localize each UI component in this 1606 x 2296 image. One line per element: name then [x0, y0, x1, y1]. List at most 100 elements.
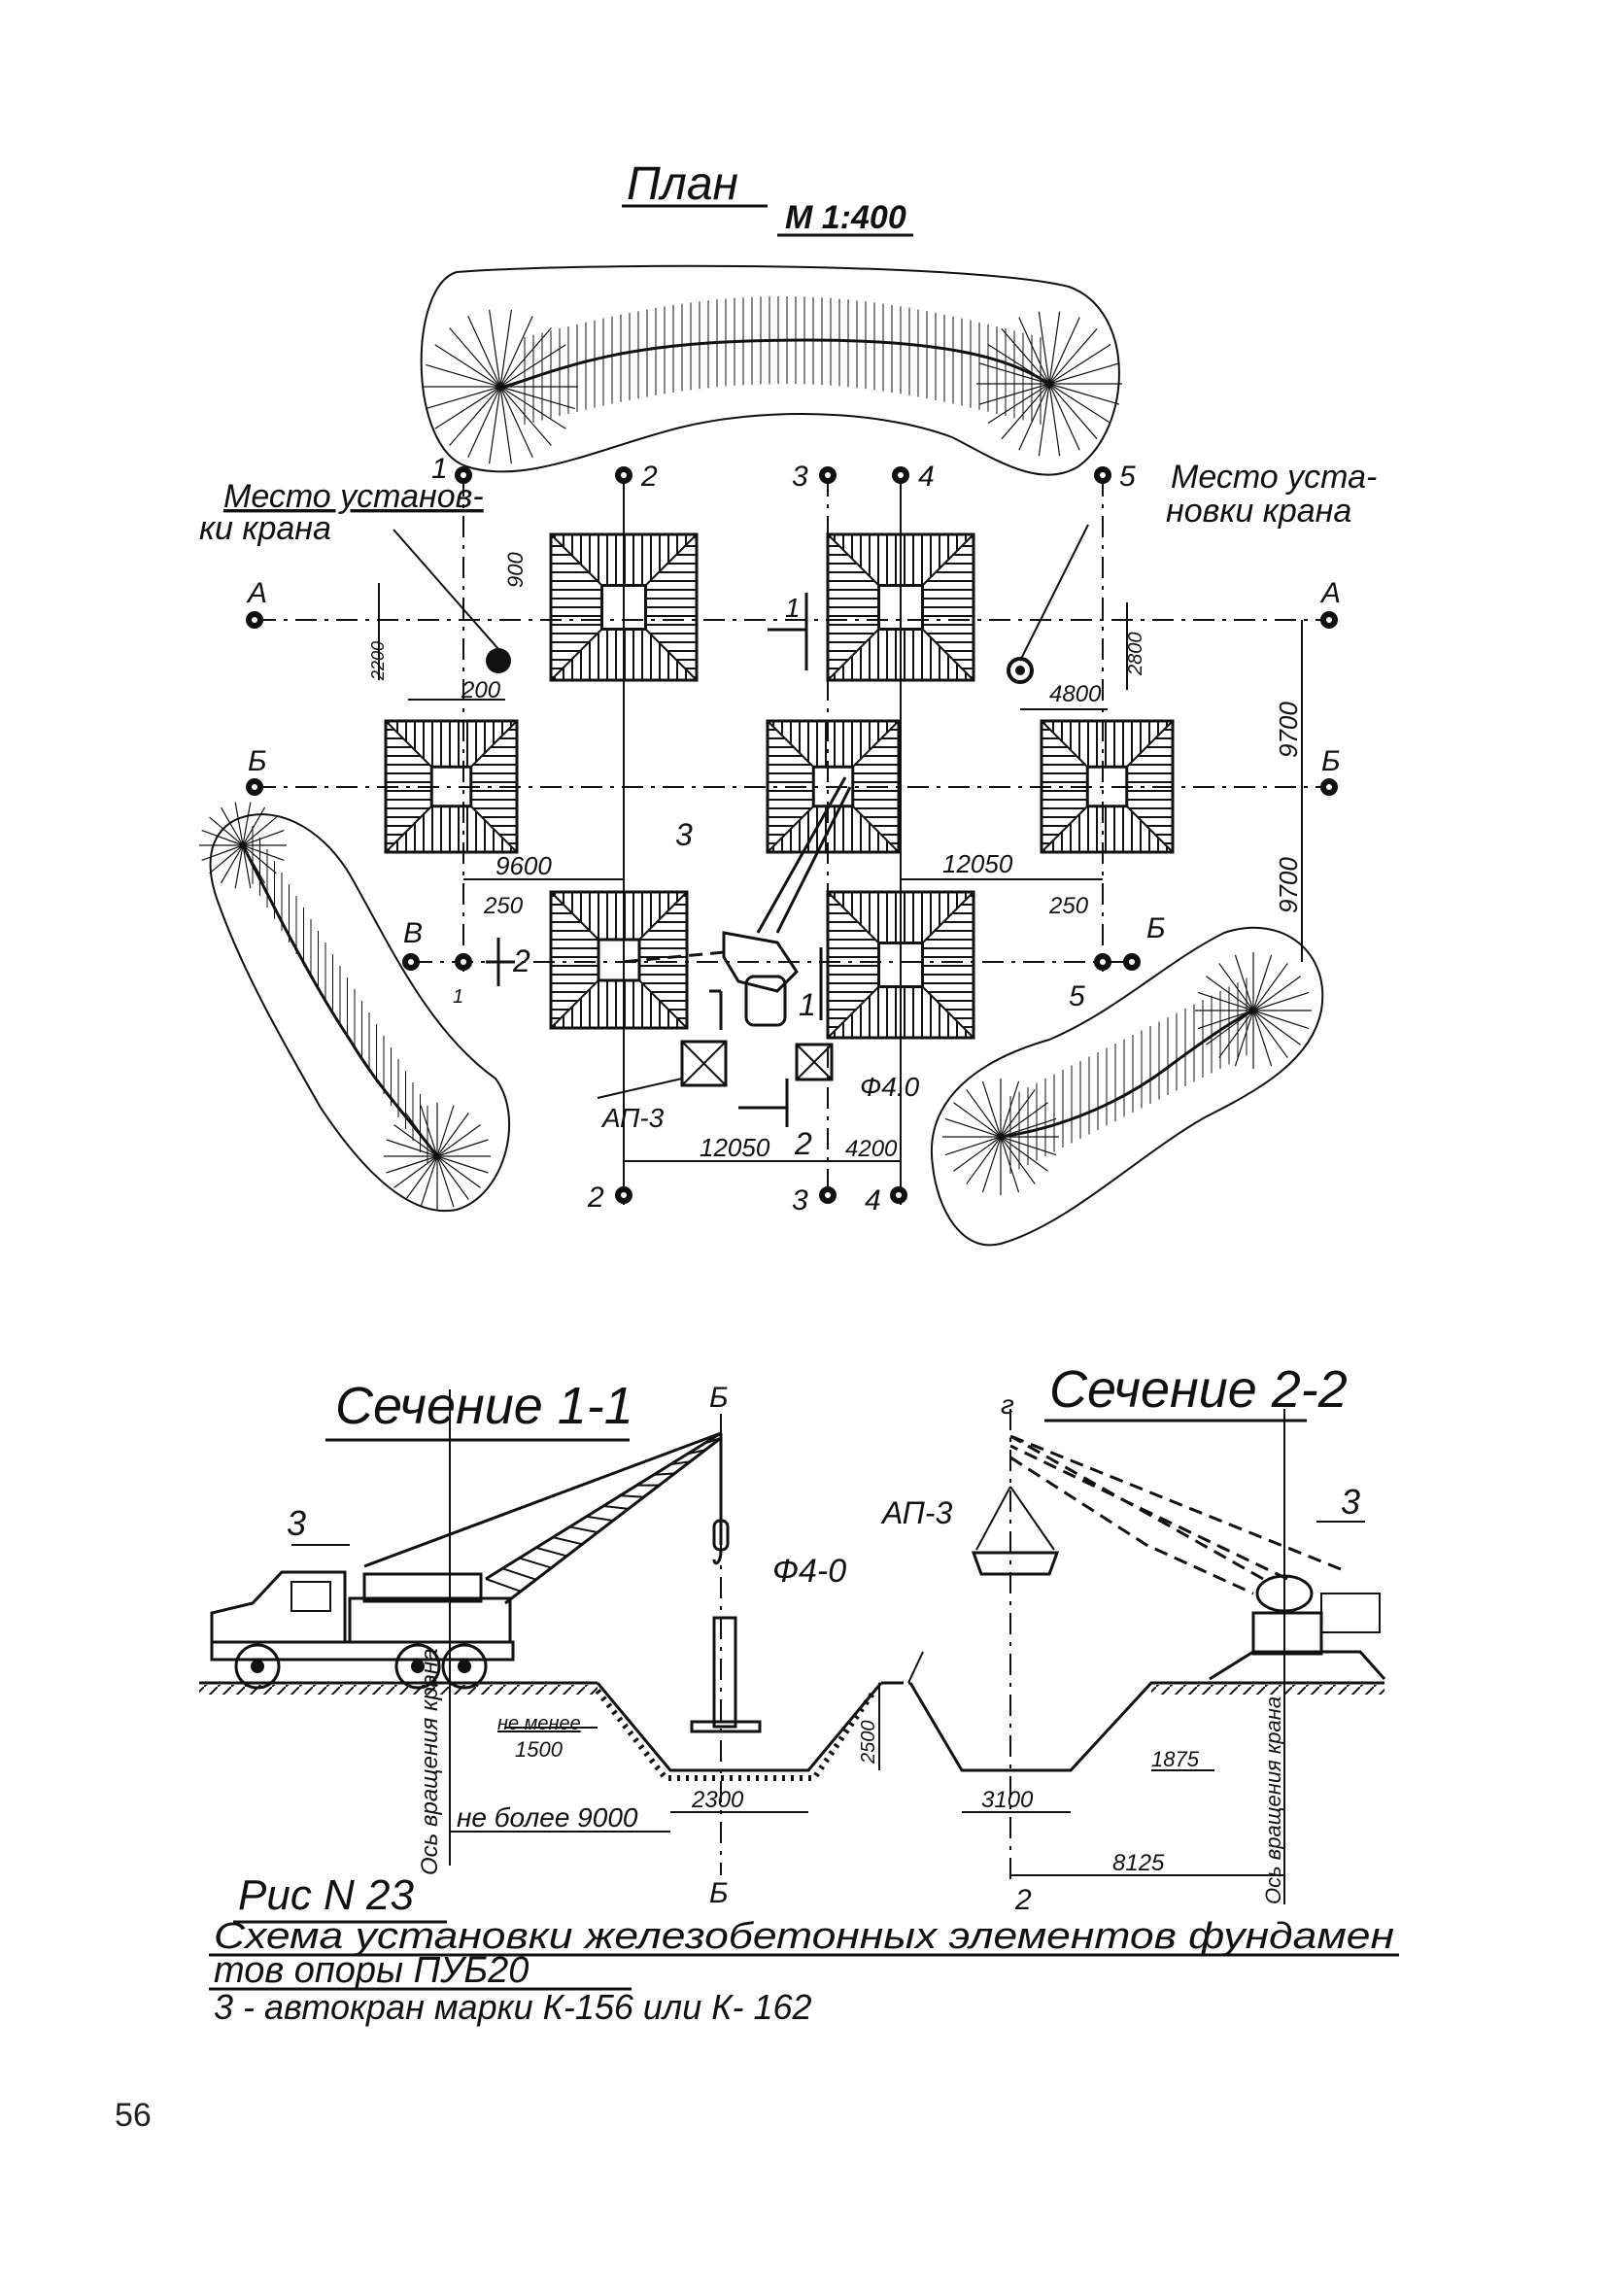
- hatch-ray: [944, 1117, 1002, 1138]
- axis-b-bottom: Б: [709, 1877, 729, 1909]
- hatch-ray: [201, 830, 244, 846]
- hatch-ray: [499, 386, 552, 446]
- dim-2800: 2800: [1125, 633, 1146, 677]
- row-label-a-left: А: [246, 577, 267, 609]
- marker-crane-3: 3: [675, 817, 693, 852]
- axis-marker-center: [825, 472, 831, 478]
- foundation-block: [1040, 719, 1175, 854]
- hatch-ray: [1018, 383, 1050, 451]
- axis-label-bottom-2: 2: [587, 1182, 604, 1214]
- hatch-ray: [1038, 383, 1050, 457]
- foundation-block: [549, 890, 689, 1030]
- hatch-ray: [1252, 991, 1310, 1011]
- rotation-axis-label-1: Ось вращения крана: [417, 1648, 443, 1875]
- dim-min-label: не менее: [497, 1713, 581, 1734]
- marker-section-1-bottom: 1: [799, 987, 816, 1022]
- hatch-ray: [434, 344, 501, 388]
- hatch-ray: [1048, 317, 1080, 385]
- foundation-block: [549, 532, 699, 682]
- hatch-ray: [489, 386, 501, 464]
- axis-label-bottom-3: 3: [792, 1184, 808, 1217]
- axis-marker-center: [825, 1192, 831, 1198]
- hatch-ray: [1048, 327, 1098, 385]
- foundation-block: [826, 532, 975, 682]
- crane-place-right-1: Место уста-: [1171, 459, 1377, 496]
- hatch-ray: [1206, 1010, 1254, 1045]
- axis-label-misc-1: 1: [453, 986, 463, 1008]
- axis-label-2: 2: [640, 461, 658, 493]
- hatch-ray: [953, 1136, 1002, 1172]
- hatch-ray: [234, 844, 244, 889]
- axis-marker-center: [252, 617, 257, 623]
- hatch-ray: [499, 363, 575, 388]
- hatch-ray: [1048, 383, 1120, 405]
- hatch-ray: [436, 1155, 469, 1200]
- hatch-ray: [1000, 1136, 1057, 1156]
- leader-left: [393, 529, 499, 650]
- axis-g-top: г: [1001, 1389, 1014, 1420]
- plan-title: План: [627, 158, 738, 210]
- foundation-block: [384, 719, 519, 854]
- section-1-1: Сечение 1-1 3: [199, 1377, 904, 1909]
- hatch-ray: [242, 830, 285, 846]
- hatch-ray: [1048, 311, 1061, 385]
- axis-marker-center: [461, 472, 466, 478]
- label-ap3-section: АП-3: [880, 1495, 952, 1530]
- hatch-ray: [242, 844, 266, 884]
- page-number: 56: [115, 2097, 152, 2134]
- hatch-ray: [499, 327, 552, 388]
- spoil-heap-top: [420, 264, 1122, 476]
- dim-9600: 9600: [495, 851, 552, 880]
- hatch-ray: [1234, 1010, 1254, 1067]
- dim-min-value: 1500: [515, 1737, 564, 1762]
- axis-marker-center: [461, 959, 466, 965]
- dim-4800: 4800: [1049, 681, 1102, 707]
- caption-line-3: 3 - автокран марки К-156 или К- 162: [214, 1987, 812, 2027]
- dim-250-left: 250: [483, 893, 524, 919]
- hatch-ray: [436, 1139, 489, 1157]
- element-f40-plan: [795, 1043, 834, 1081]
- hatch-ray: [987, 383, 1050, 425]
- row-label-a-right: А: [1319, 577, 1341, 609]
- hatch-ray: [1252, 1010, 1301, 1045]
- hatch-ray: [426, 363, 501, 388]
- pit-2: [908, 1681, 1384, 1772]
- ground-hatch-1: [199, 1685, 598, 1695]
- section-2-2: Сечение 2-2 г 2 АП-3 3 3100 1875 8125: [880, 1360, 1386, 1916]
- hatch-ray: [467, 386, 501, 459]
- figure-number: Рис N 23: [238, 1871, 415, 1919]
- hatch-ray: [393, 1155, 438, 1188]
- hatch-ray: [242, 802, 252, 846]
- hatch-ray: [1000, 1080, 1020, 1138]
- element-ap3-plan: [680, 1040, 728, 1087]
- rotation-axis-label-2: Ось вращения крана: [1261, 1696, 1285, 1904]
- truck-crane-1: [210, 1431, 730, 1690]
- hatch-ray: [467, 315, 501, 388]
- dim-9700-lower: 9700: [1274, 857, 1303, 913]
- dim-12050-bottom: 12050: [700, 1133, 770, 1162]
- dimension-lines: [378, 583, 1303, 1162]
- hatch-ray: [209, 844, 244, 874]
- axis-label-misc-5: 5: [1069, 980, 1085, 1012]
- dim-900: 900: [503, 552, 528, 588]
- crane-number-2: 3: [1341, 1482, 1360, 1522]
- dim-reach: 8125: [1112, 1850, 1165, 1876]
- hatch-ray: [449, 386, 501, 446]
- marker-section-2-bottom: 2: [794, 1126, 812, 1161]
- pit-2-edge: [907, 1651, 924, 1684]
- row-label-b-lower: Б: [1146, 912, 1166, 944]
- section-2-title: Сечение 2-2: [1049, 1360, 1348, 1419]
- hatch-ray: [449, 327, 501, 388]
- foundation-block: [826, 890, 975, 1040]
- spoil-heap-right: [930, 926, 1324, 1247]
- axis-marker-center: [1326, 617, 1332, 623]
- dim-200: 200: [461, 677, 501, 703]
- row-label-b-left: Б: [248, 745, 267, 777]
- figure-caption: Рис N 23 Схема установки железобетонных …: [209, 1871, 1399, 2027]
- axis-marker-center: [252, 784, 257, 790]
- dim-4200: 4200: [845, 1136, 898, 1162]
- hatch-ray: [436, 1155, 455, 1208]
- label-ap3-plan: АП-3: [600, 1103, 665, 1133]
- ground-hatch-2: [1151, 1685, 1384, 1695]
